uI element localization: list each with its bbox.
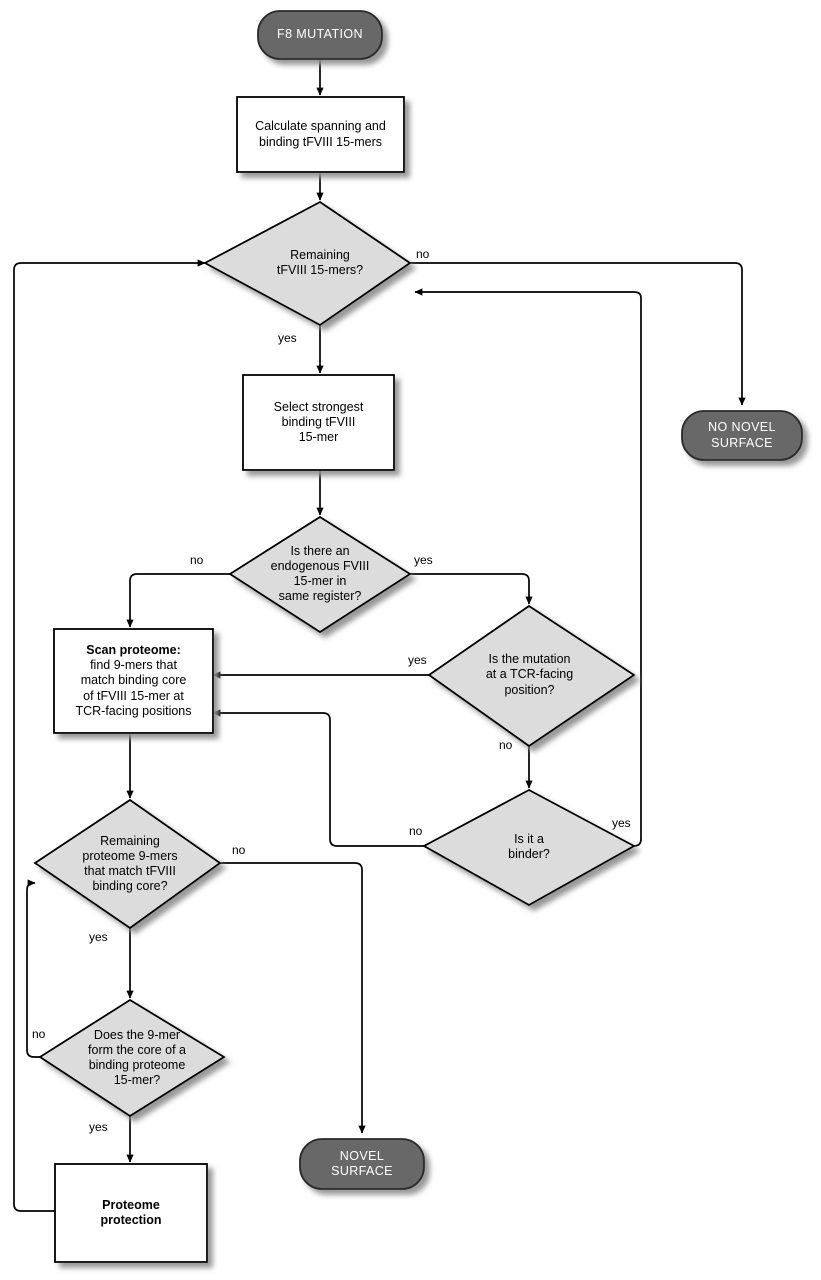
edge-remaining15-no-to-no-novel-surface xyxy=(410,262,746,406)
edge-layer xyxy=(13,59,746,1212)
edge-forms-core-no-to-remaining9 xyxy=(26,879,40,1058)
node-calculate[interactable] xyxy=(236,96,405,173)
edge-remaining9-no-to-novel-surface xyxy=(220,862,366,1134)
node-scan-proteome[interactable] xyxy=(53,628,214,734)
node-remaining-proteome-9mers[interactable] xyxy=(33,798,222,930)
node-forms-binding-core[interactable] xyxy=(38,998,226,1118)
edge-binder-no-to-scan xyxy=(212,709,424,847)
node-start[interactable] xyxy=(257,10,383,60)
node-remaining-tfviii-15mers[interactable] xyxy=(203,200,412,327)
node-proteome-protection[interactable] xyxy=(54,1163,208,1263)
edge-endogenous-no-to-scan xyxy=(126,573,230,628)
edge-endogenous-yes-to-tcr xyxy=(410,573,533,605)
edge-binder-yes-to-remaining15 xyxy=(414,288,642,847)
node-select-strongest[interactable] xyxy=(242,374,395,471)
edge-proteome-protection-to-remaining15 xyxy=(13,259,206,1212)
node-endogenous-register[interactable] xyxy=(228,515,412,634)
node-layer xyxy=(33,10,803,1263)
node-is-binder[interactable] xyxy=(422,788,636,907)
node-tcr-facing-position[interactable] xyxy=(427,604,636,748)
node-novel-surface[interactable] xyxy=(299,1138,425,1190)
node-no-novel-surface[interactable] xyxy=(681,410,803,461)
